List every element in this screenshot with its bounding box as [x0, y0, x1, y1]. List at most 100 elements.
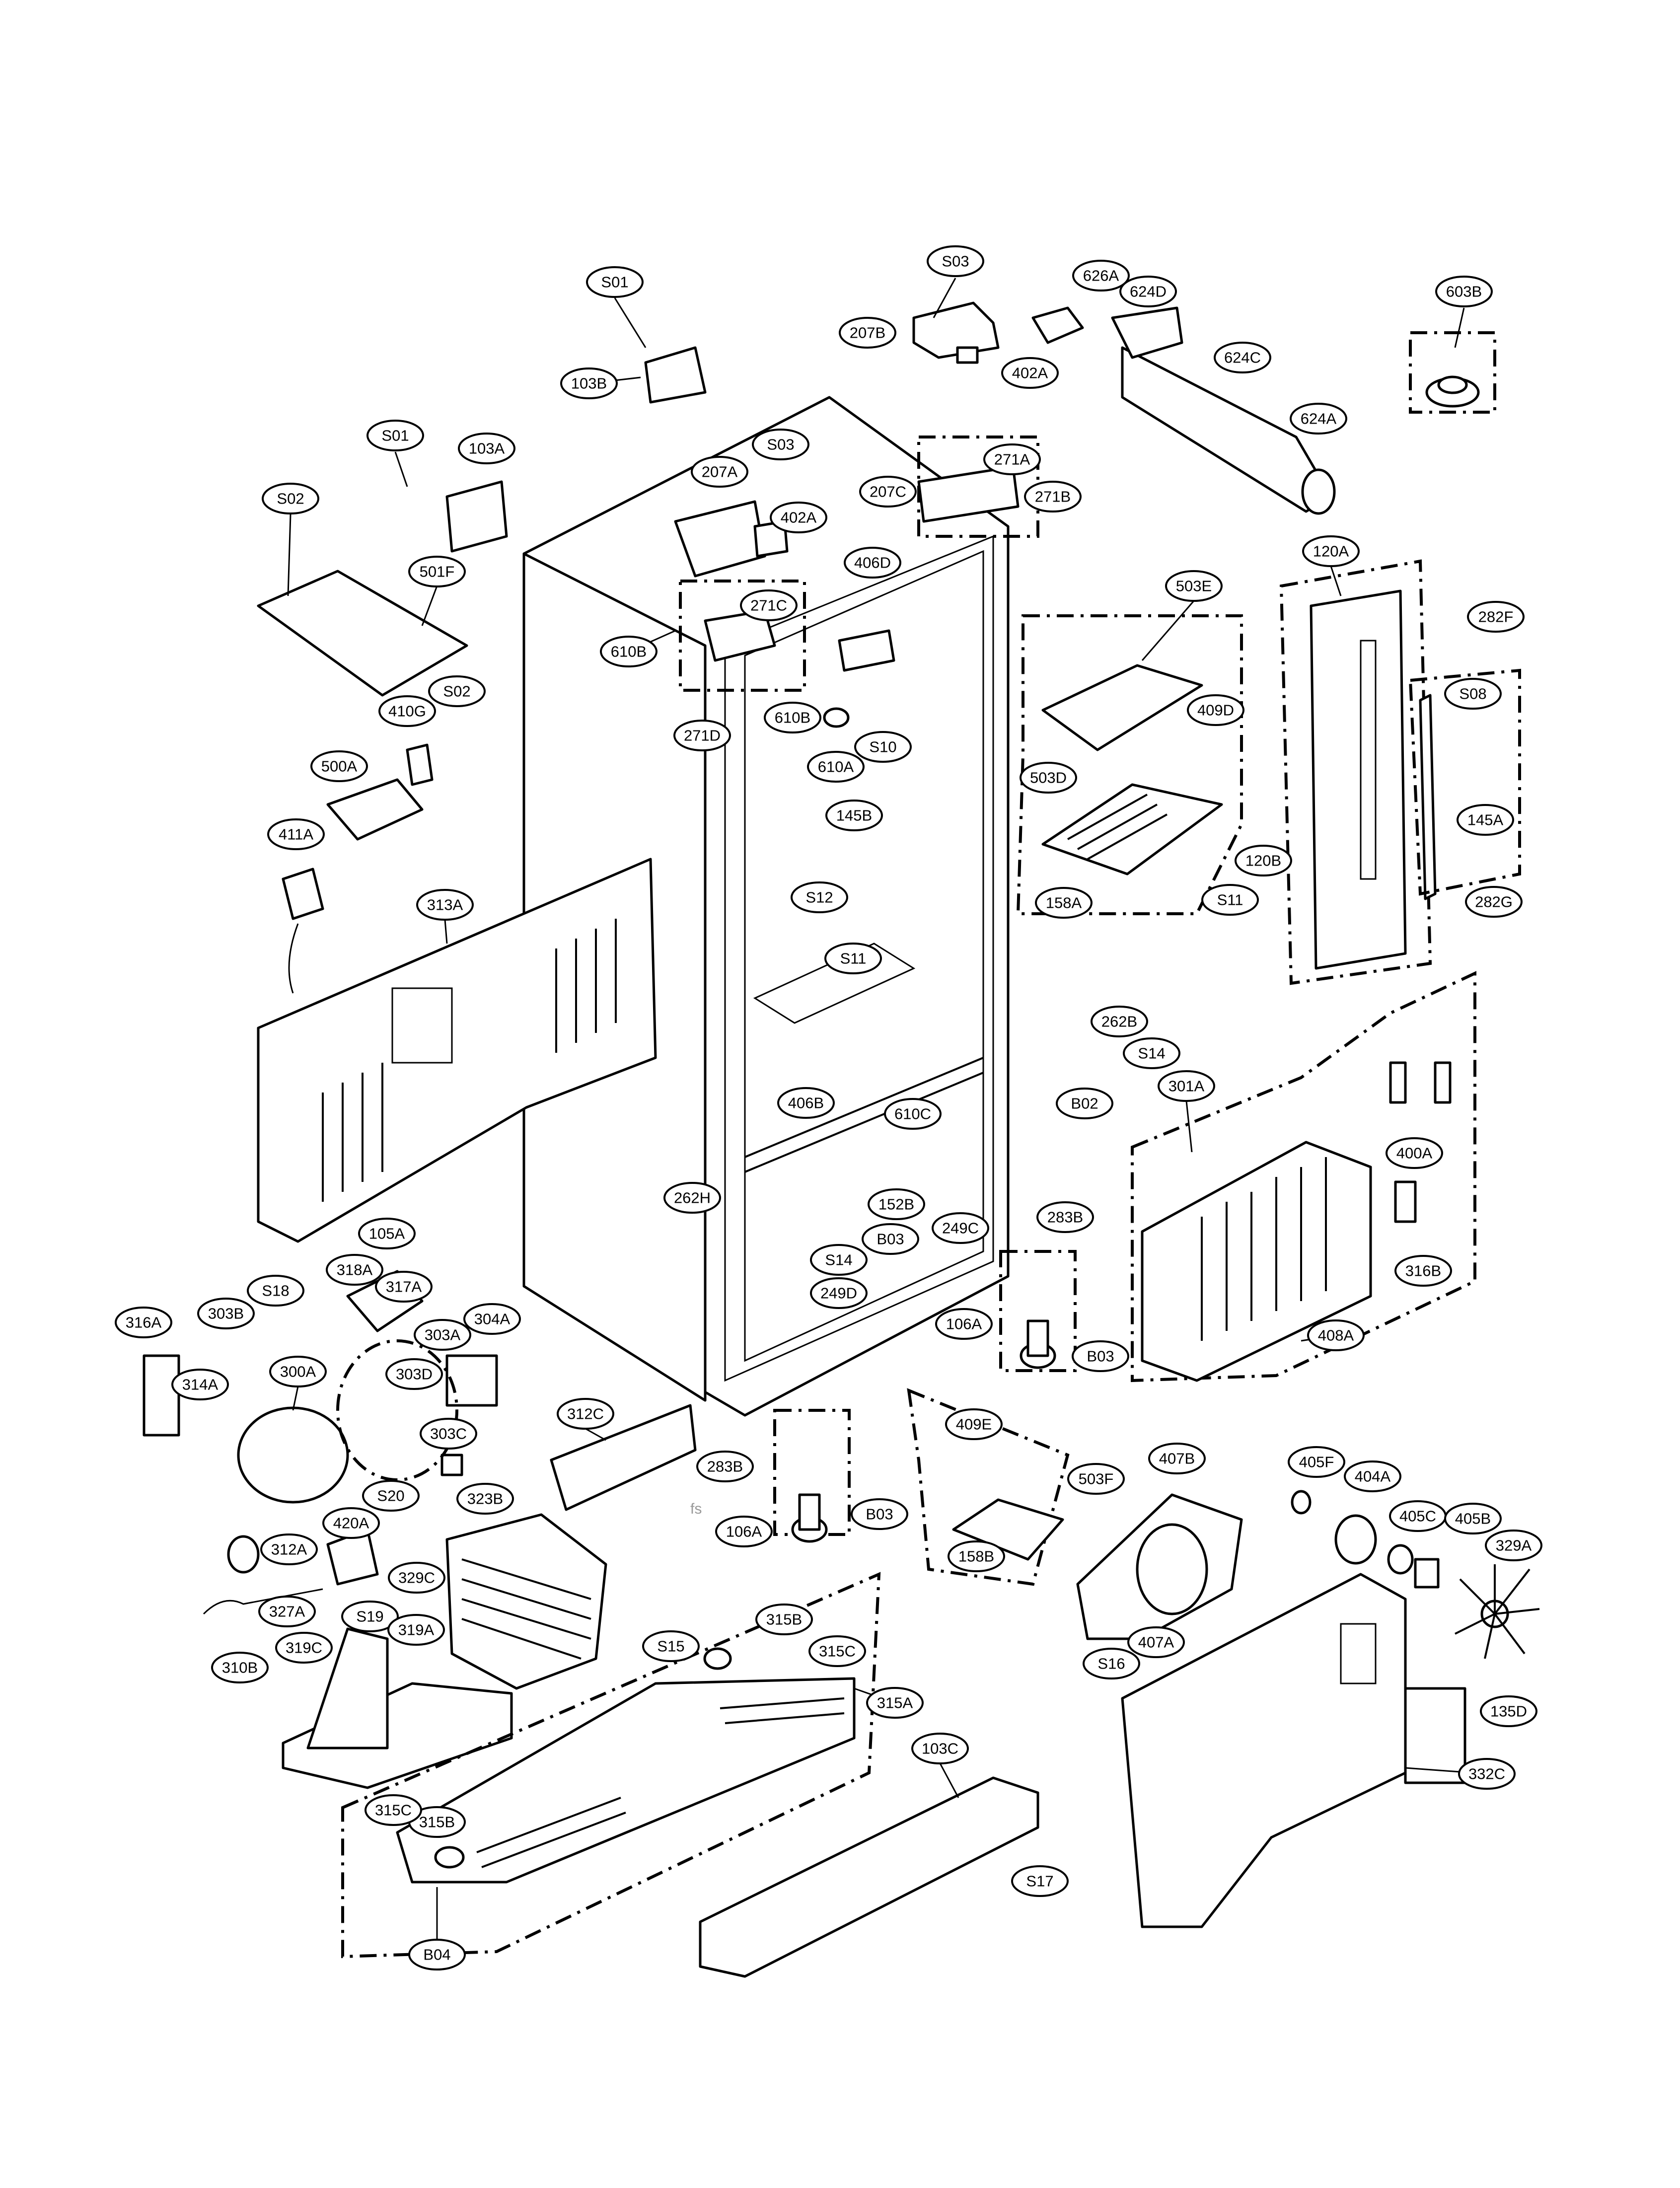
- callout-text: 329A: [1496, 1537, 1532, 1554]
- callout-text: B02: [1071, 1095, 1098, 1112]
- callout-ellipse: [387, 1614, 445, 1646]
- callout-ellipse: [1158, 1070, 1215, 1102]
- callout-text: 316A: [126, 1314, 162, 1331]
- callout-207c: 207C: [859, 476, 917, 508]
- callout-text: 103C: [922, 1740, 958, 1757]
- callout-text: 301A: [1169, 1078, 1205, 1095]
- callout-ellipse: [416, 889, 474, 921]
- callout-text: 610C: [894, 1105, 931, 1123]
- callout-text: 409D: [1197, 702, 1234, 719]
- callout-ellipse: [275, 1632, 333, 1664]
- callout-text: 315C: [375, 1802, 412, 1819]
- callout-329c: 329C: [388, 1562, 445, 1594]
- callout-304a: 304A: [463, 1303, 521, 1335]
- callout-503d: 503D: [1020, 762, 1077, 794]
- callout-315c: 315C: [808, 1635, 866, 1667]
- callout-409d: 409D: [1187, 694, 1244, 726]
- callout-text: B03: [866, 1506, 893, 1523]
- callout-text: 312C: [567, 1405, 604, 1423]
- callout-text: 407A: [1138, 1634, 1174, 1651]
- callout-text: 271B: [1035, 488, 1071, 506]
- callout-text: 610B: [775, 709, 810, 727]
- callout-501f: 501F: [408, 556, 466, 587]
- callout-503f: 503F: [1067, 1463, 1125, 1495]
- callout-text: 626A: [1083, 267, 1119, 285]
- drain-pan-319A: [282, 1627, 513, 1789]
- callout-329a: 329A: [1485, 1530, 1542, 1561]
- callout-ellipse: [310, 750, 368, 782]
- callout-text: 105A: [369, 1225, 405, 1242]
- callout-text: 409E: [956, 1416, 992, 1433]
- callout-text: S01: [381, 427, 409, 444]
- callout-ellipse: [1127, 1626, 1185, 1658]
- callout-ellipse: [326, 1254, 383, 1286]
- callout-ellipse: [791, 881, 848, 913]
- callout-text: 120A: [1313, 543, 1349, 560]
- callout-ellipse: [948, 1540, 1005, 1572]
- callout-ellipse: [260, 1533, 318, 1565]
- callout-603b: 603B: [1435, 276, 1493, 307]
- callout-282f: 282F: [1467, 601, 1525, 633]
- callout-text: 503F: [1079, 1470, 1114, 1488]
- callout-ellipse: [1165, 570, 1223, 602]
- callout-ellipse: [844, 547, 901, 579]
- callout-text: S15: [657, 1638, 684, 1655]
- callout-text: 402A: [1012, 365, 1048, 382]
- callout-b04: B04: [408, 1939, 466, 1970]
- callout-145a: 145A: [1457, 804, 1514, 836]
- callout-s18: S18: [247, 1275, 304, 1307]
- callout-b02: B02: [1056, 1088, 1113, 1119]
- callout-text: 314A: [182, 1376, 219, 1393]
- callout-303b: 303B: [197, 1298, 255, 1329]
- callout-313a: 313A: [416, 889, 474, 921]
- callout-103b: 103B: [560, 367, 618, 399]
- callout-s11: S11: [824, 943, 882, 974]
- callout-ellipse: [197, 1298, 255, 1329]
- callout-text: 405B: [1455, 1510, 1491, 1528]
- callout-405c: 405C: [1389, 1500, 1447, 1532]
- callout-503e: 503E: [1165, 570, 1223, 602]
- callout-407a: 407A: [1127, 1626, 1185, 1658]
- callout-text: 120B: [1245, 852, 1281, 870]
- callout-s10: S10: [854, 731, 912, 763]
- callout-text: B04: [423, 1946, 450, 1964]
- callout-ellipse: [1001, 357, 1059, 389]
- callout-text: 405F: [1299, 1454, 1334, 1471]
- callout-text: 500A: [321, 758, 358, 775]
- callout-ellipse: [557, 1398, 614, 1430]
- callout-ellipse: [428, 675, 486, 707]
- callout-ellipse: [115, 1307, 172, 1338]
- callout-120b: 120B: [1235, 845, 1292, 876]
- callout-ellipse: [375, 1271, 433, 1303]
- callout-ellipse: [1444, 678, 1502, 710]
- callout-ellipse: [868, 1188, 925, 1220]
- callout-500a: 500A: [310, 750, 368, 782]
- callout-text: 282F: [1478, 608, 1514, 626]
- callout-text: S18: [262, 1282, 289, 1300]
- callout-ellipse: [365, 1794, 422, 1826]
- callout-ellipse: [1187, 694, 1244, 726]
- callout-ellipse: [752, 429, 809, 460]
- callout-610c: 610C: [884, 1098, 942, 1130]
- callout-ellipse: [1235, 845, 1292, 876]
- watermark-text: fs: [690, 1501, 702, 1517]
- callout-ellipse: [463, 1303, 521, 1335]
- callout-text: 262B: [1101, 1013, 1137, 1030]
- callout-text: S01: [601, 274, 628, 291]
- callout-text: 283B: [1047, 1209, 1083, 1226]
- callout-103a: 103A: [458, 433, 515, 464]
- callout-ellipse: [1035, 887, 1093, 919]
- compressor-300A: [143, 1270, 697, 1615]
- callout-text: 503E: [1176, 578, 1212, 595]
- callout-text: 316B: [1405, 1262, 1441, 1280]
- callout-ellipse: [983, 443, 1041, 475]
- callout-s02: S02: [262, 483, 319, 514]
- callout-624d: 624D: [1119, 276, 1177, 307]
- callout-text: 145B: [836, 807, 872, 824]
- callout-text: 406B: [788, 1094, 824, 1112]
- callout-text: 313A: [427, 896, 463, 914]
- callout-411a: 411A: [267, 818, 325, 850]
- callout-text: S03: [942, 253, 969, 270]
- evaporator-301A: [1131, 971, 1476, 1383]
